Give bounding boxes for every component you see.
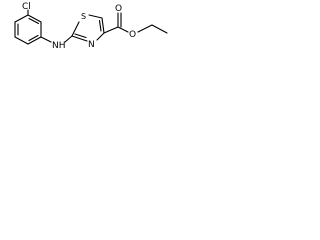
chemical-structure-diagram: Cl NH S N O O <box>14 2 168 51</box>
carbonyl-oxygen-label: O <box>115 4 122 14</box>
bond-s1-c5 <box>88 14 103 19</box>
bond-c5-c4 <box>101 17 105 34</box>
bond-ring-1 <box>14 14 29 23</box>
bond-n3-c2 <box>71 35 88 42</box>
bond-carbonyl-ester-o <box>117 26 129 33</box>
ring-double-bond-1 <box>28 17 40 25</box>
thiazole-nitrogen-label: N <box>88 40 95 50</box>
ring-double-bond-2 <box>28 34 39 42</box>
bond-c4-n3 <box>96 32 105 41</box>
bond-c5-c4-double <box>98 19 102 32</box>
bond-ring-nh <box>40 36 52 43</box>
bond-c4-carbonyl <box>103 26 119 34</box>
thiazole-ring <box>71 14 105 42</box>
bond-ring-5 <box>14 36 29 45</box>
chlorine-atom-label: Cl <box>22 2 31 12</box>
bond-ring-4 <box>27 36 42 45</box>
bond-o-ch2 <box>137 24 153 33</box>
bond-nh-c2 <box>64 35 73 43</box>
ester-oxygen-label: O <box>129 30 136 40</box>
bond-ch2-ch3 <box>151 24 168 34</box>
bond-ring-2 <box>27 14 42 23</box>
bond-n3-c2-double <box>74 33 87 39</box>
amine-atom-label: NH <box>52 41 66 51</box>
bond-c2-s1 <box>71 21 80 37</box>
sulfur-atom-label: S <box>81 12 86 21</box>
chlorophenyl-ring <box>14 14 42 45</box>
